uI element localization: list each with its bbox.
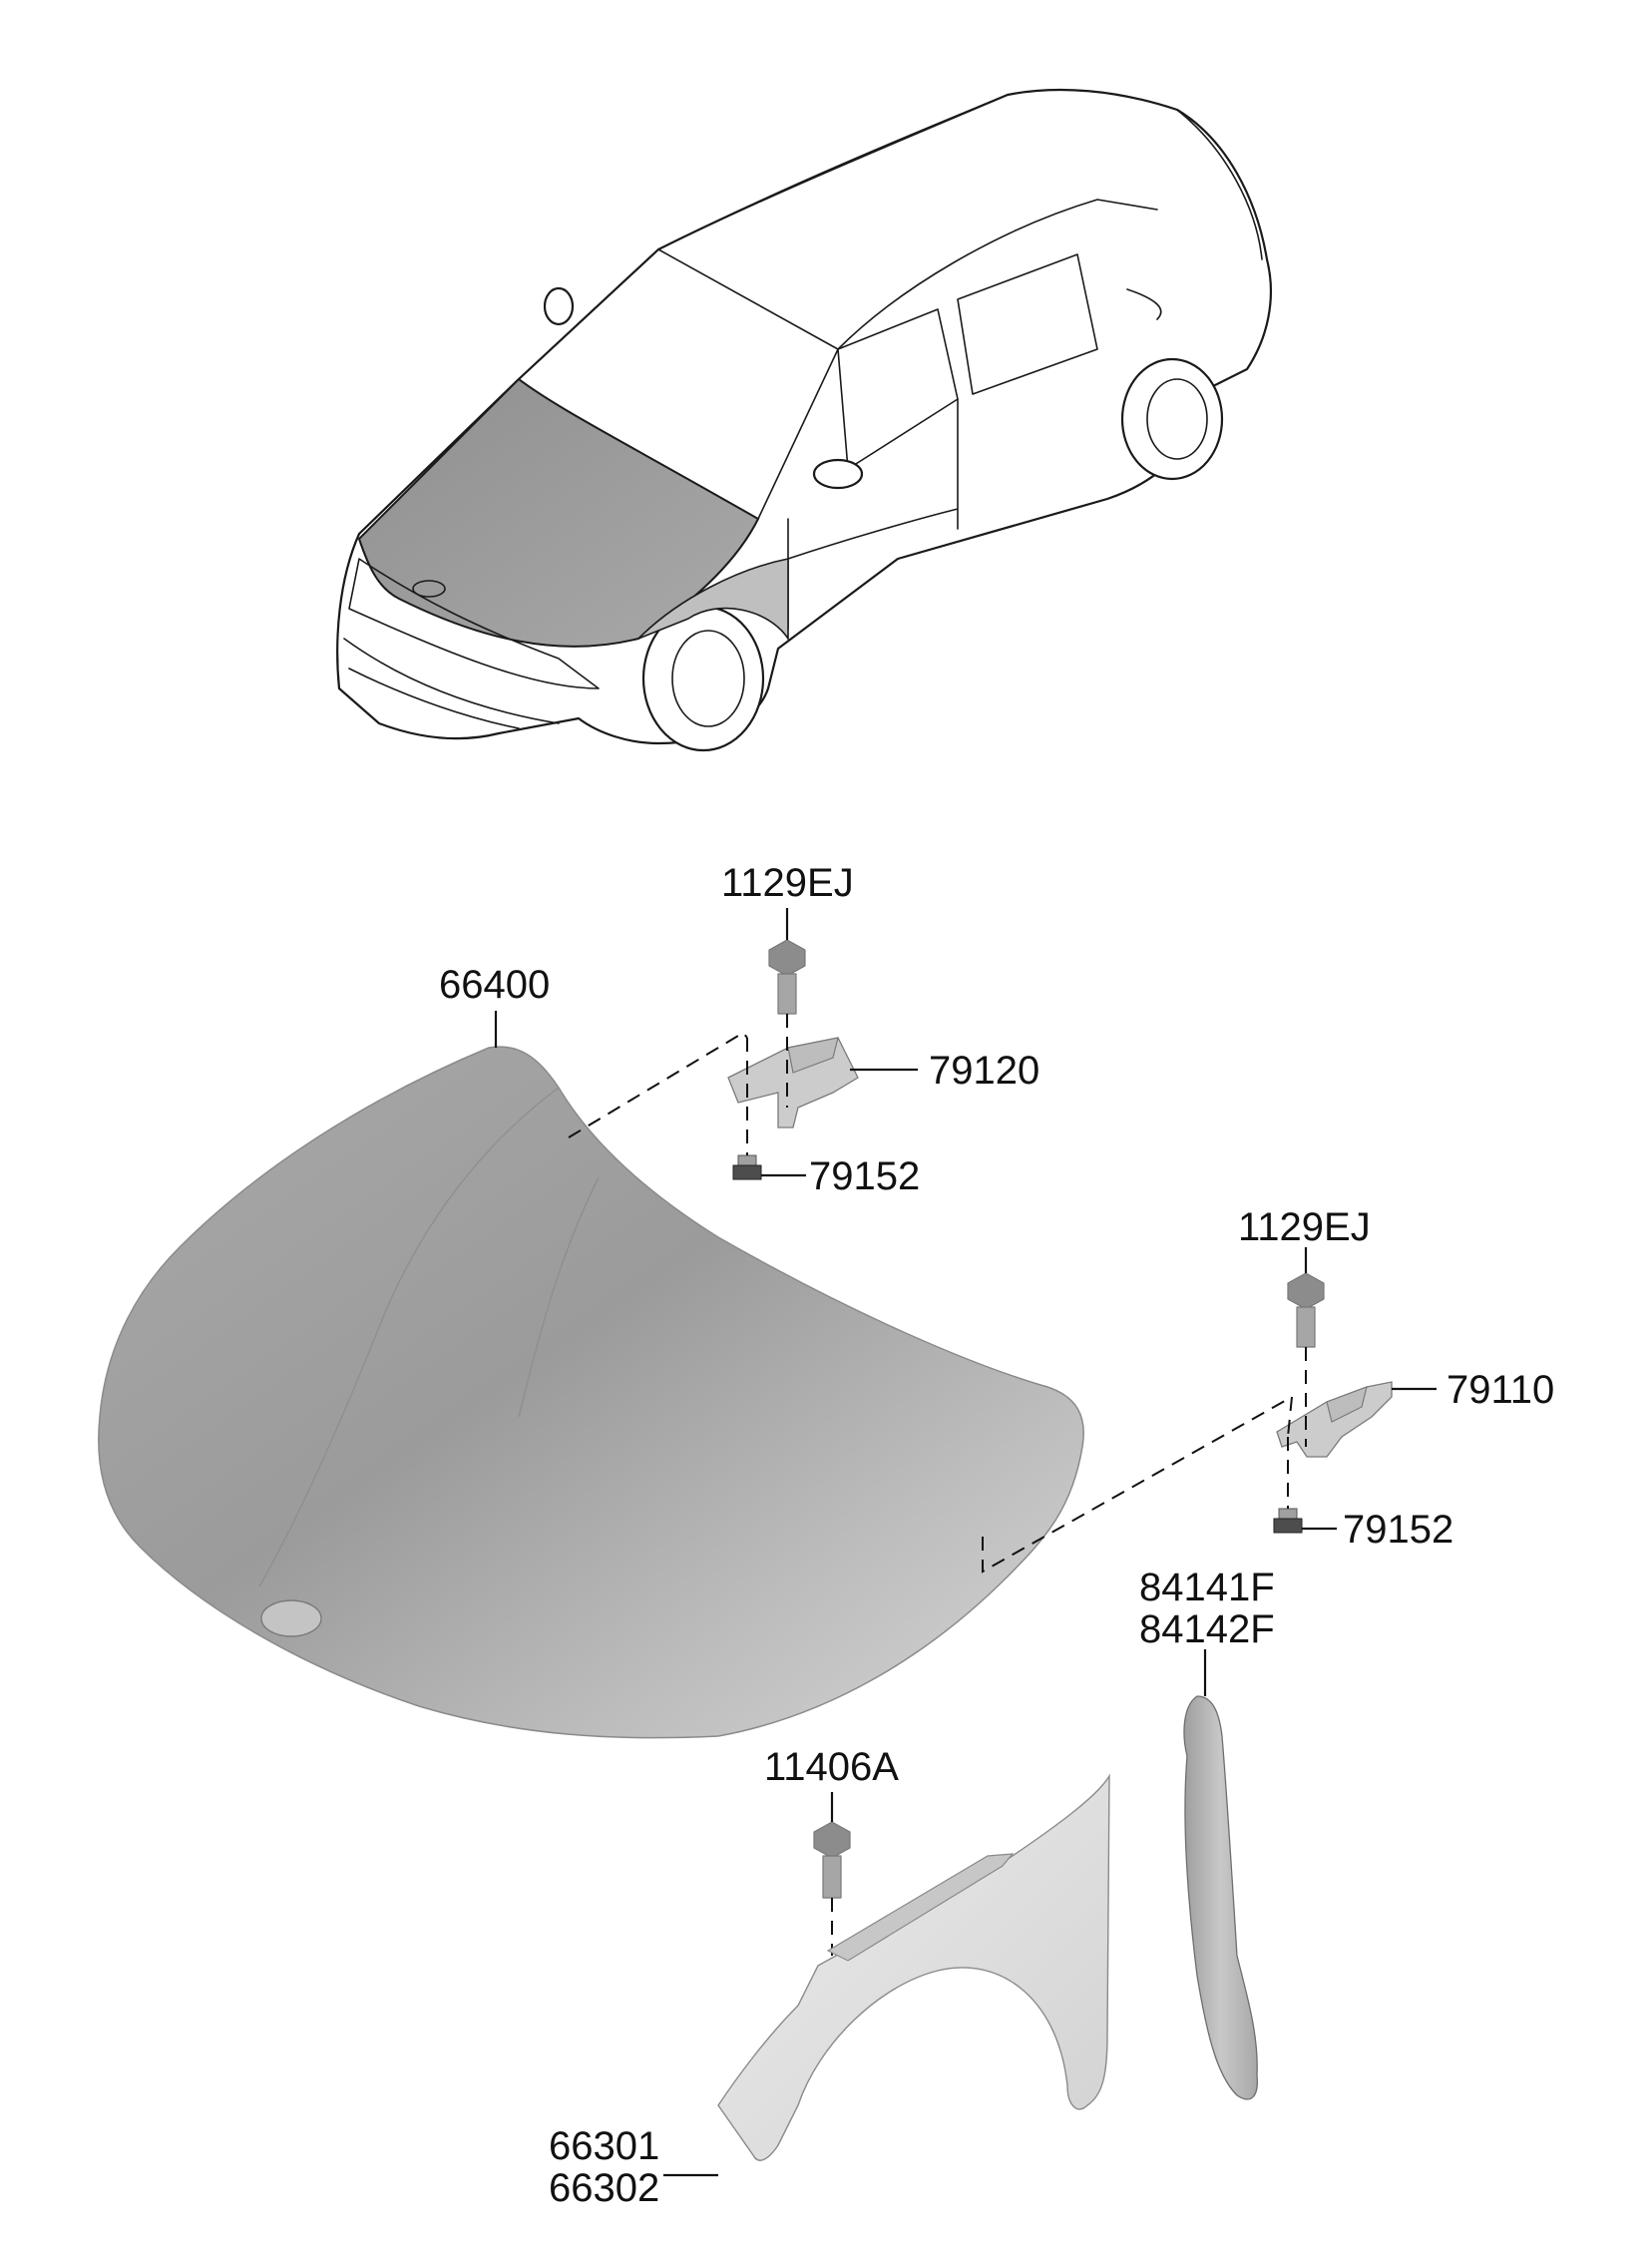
car-rear-hub [1146,378,1208,460]
label-nut-left: 79152 [809,1154,920,1198]
label-nut-right: 79152 [1343,1508,1453,1552]
nut-icon [1273,1508,1303,1534]
car-logo [412,580,446,598]
nut-icon [732,1154,762,1180]
hood-hinge-right [982,1272,1393,1574]
hood-hinge-left [568,939,859,1180]
label-fender-bolt: 11406A [764,1745,899,1789]
label-hood: 66400 [439,963,550,1007]
hood-panel-shape [98,1046,1084,1739]
car-fender-highlight [637,558,789,642]
callout-leaders [494,908,1437,2177]
fender-liner [1183,1695,1258,2100]
label-fender-liner-b: 84142F [1139,1607,1275,1651]
label-hinge-right: 79110 [1446,1368,1554,1412]
car-mirror [812,458,864,490]
label-bolt-upper-left: 1129EJ [721,861,854,905]
hood-to-right-hinge-guide [982,1395,1294,1574]
hood-emblem-recess [260,1599,322,1637]
bolt-icon [1287,1272,1325,1348]
car-grille [348,558,600,689]
car-front-hub [671,630,745,727]
car-roof [657,94,1158,350]
bolt-icon [768,939,806,1015]
car-bumper [343,638,560,729]
label-fender-b: 66302 [549,2166,659,2210]
fender-top-flange [826,1853,1015,1962]
fender-shape [717,1773,1110,2161]
front-fender [717,1773,1110,2161]
label-fender-a: 66301 [549,2124,659,2168]
fender-liner-shape [1183,1695,1258,2100]
bolt-icon [813,1821,851,1899]
car-mirror-far [543,286,575,326]
callout-labels: 66400 1129EJ 79120 79152 1129EJ 79110 79… [439,861,1554,2210]
hood-to-left-hinge-guide [568,1031,748,1138]
vehicle-overview-illustration [336,88,1273,752]
hinge-arm-right [1326,1386,1368,1423]
hinge-arm-left [787,1037,839,1074]
car-tail [1126,109,1263,320]
label-hinge-left: 79120 [929,1049,1039,1093]
label-fender-liner-a: 84141F [1139,1566,1275,1609]
car-windshield [518,248,839,520]
hood-panel [98,1046,1084,1739]
hood-crease [258,1087,600,1587]
label-bolt-upper-right: 1129EJ [1238,1205,1371,1249]
